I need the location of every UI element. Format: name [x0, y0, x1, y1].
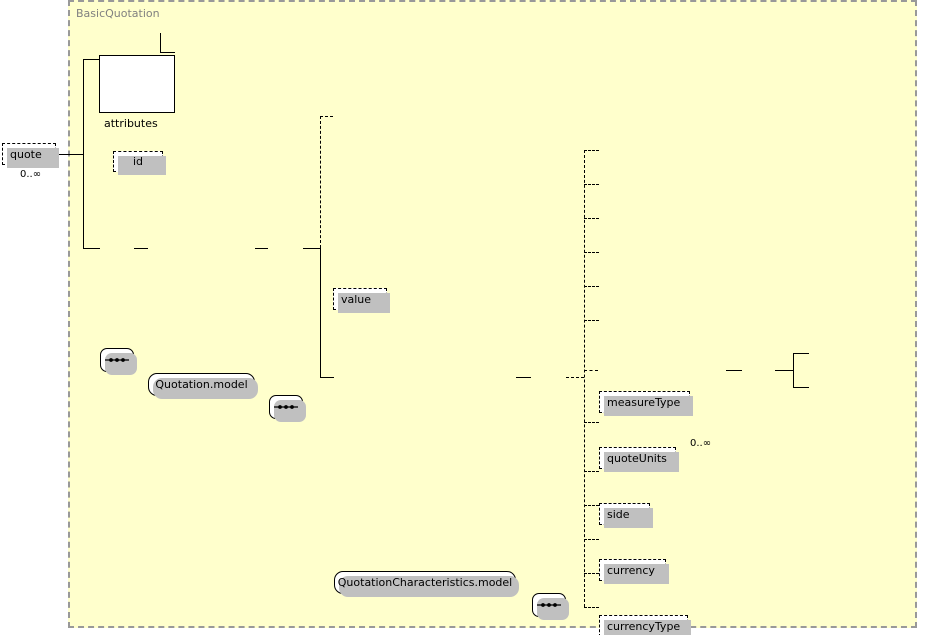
stub-measureType	[584, 150, 599, 151]
cardinality-informationSource: 0..∞	[690, 438, 712, 449]
element-quote[interactable]: quote	[2, 143, 59, 168]
sequence-icon	[274, 405, 298, 409]
sequence-compositor-2[interactable]	[269, 395, 306, 422]
element-quoteUnits[interactable]: quoteUnits	[599, 447, 679, 472]
element-value[interactable]: value	[333, 288, 390, 313]
attributes-notch	[160, 33, 175, 53]
connector-characteristics-sequence3	[516, 377, 531, 378]
stub-pricingModel	[584, 471, 599, 472]
attributes-title: attributes	[104, 117, 158, 130]
connector-sequence2-junction	[303, 248, 320, 249]
complex-type-panel	[68, 0, 917, 628]
connector-choice-businesscenter	[793, 353, 809, 354]
connector-junction-value-horizontal	[320, 116, 333, 117]
connector-trunk-sequence1	[83, 248, 100, 249]
element-currencyType[interactable]: currencyType	[599, 615, 691, 635]
stub-timing	[584, 320, 599, 321]
element-currency[interactable]: currency	[599, 559, 669, 584]
connector-choice-junction-vertical	[793, 353, 794, 388]
connector-quotation-model-sequence2	[255, 248, 268, 249]
complex-type-label: BasicQuotation	[76, 7, 160, 20]
stub-currencyType	[584, 286, 599, 287]
connector-quote-trunk	[56, 154, 84, 155]
attribute-id[interactable]: id	[113, 151, 166, 175]
model-quotation-characteristics[interactable]: QuotationCharacteristics.model	[334, 571, 519, 597]
sequence-icon	[105, 358, 129, 362]
sequence-compositor-3[interactable]	[532, 593, 569, 620]
connector-sequence3-trunk	[566, 377, 584, 378]
stub-side	[584, 218, 599, 219]
connector-characteristics-trunk	[584, 150, 585, 607]
stub-quoteUnits	[584, 184, 599, 185]
attributes-box	[99, 55, 175, 113]
stub-currency	[584, 252, 599, 253]
connector-trunk-vertical	[83, 59, 84, 248]
connector-quotelocation-choice	[726, 370, 742, 371]
connector-junction-value-vertical	[320, 116, 321, 248]
stub-valuationDate	[584, 539, 599, 540]
connector-choice-exchangeid	[793, 387, 809, 388]
stub-informationSource	[584, 422, 599, 423]
element-measureType[interactable]: measureType	[599, 391, 693, 416]
connector-choice-junction	[775, 370, 793, 371]
model-quotation[interactable]: Quotation.model	[148, 373, 258, 399]
element-side[interactable]: side	[599, 503, 653, 528]
sequence-compositor-1[interactable]	[100, 348, 137, 375]
cardinality-quote: 0..∞	[20, 169, 42, 180]
stub-expiryTime	[584, 573, 599, 574]
connector-junction-vertical	[320, 248, 321, 378]
sequence-icon	[537, 603, 561, 607]
stub-quoteLocation	[584, 370, 598, 371]
connector-trunk-attributes	[83, 59, 99, 60]
stub-cashflowType	[584, 607, 599, 608]
stub-time	[584, 505, 599, 506]
connector-sequence1-quotation-model	[134, 248, 148, 249]
connector-junction-characteristics	[320, 377, 334, 378]
